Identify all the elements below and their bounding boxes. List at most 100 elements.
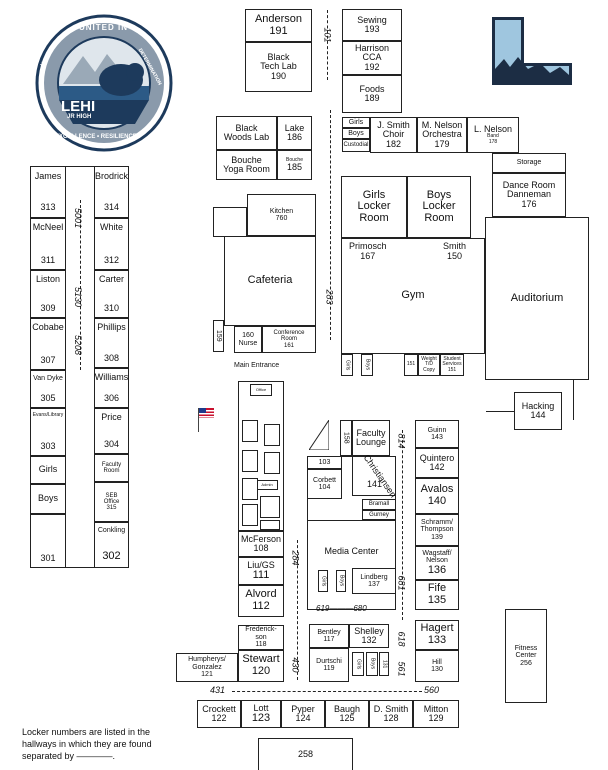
room-gurney[interactable]: Gurney	[362, 510, 396, 520]
room-gym[interactable]: Gym	[341, 238, 485, 354]
room-boys-south[interactable]: Boys	[366, 652, 378, 676]
room-christiansen[interactable]: Christiansen 141	[352, 453, 398, 499]
room-girls-gym[interactable]: Girls	[341, 354, 353, 376]
room-boys-small[interactable]: Boys	[342, 128, 370, 139]
room-girls-west[interactable]: Girls	[30, 456, 66, 484]
room-158[interactable]: 158	[340, 420, 352, 456]
room-girls-media[interactable]: Girls	[318, 570, 328, 592]
room-boys-gym[interactable]: Boys	[361, 354, 373, 376]
hallway-431-label: 431	[210, 685, 226, 695]
hallway-561-label: 561	[396, 661, 407, 677]
room-258[interactable]: 258	[258, 738, 353, 770]
room-bramall[interactable]: Bramall	[362, 499, 396, 510]
room-301[interactable]: 301	[30, 514, 66, 568]
room-boys-media[interactable]: Boys	[336, 570, 346, 592]
room-auditorium[interactable]: Auditorium	[485, 217, 589, 380]
room-admin-tiny[interactable]: Admin	[256, 480, 278, 490]
room-media-center[interactable]: Media Center	[307, 520, 396, 610]
room-103[interactable]: 103	[307, 456, 342, 469]
hallway-5208-label: 5208	[73, 334, 84, 356]
room-girls-small[interactable]: Girls	[342, 117, 370, 128]
room-cafeteria[interactable]: Cafeteria	[224, 236, 316, 326]
room-151[interactable]: 151	[404, 354, 418, 376]
room-custodial[interactable]: Custodial	[342, 139, 370, 152]
room-storage[interactable]: Storage	[492, 153, 566, 173]
room-boys-west[interactable]: Boys	[30, 484, 66, 514]
room-131[interactable]: 131	[379, 652, 389, 676]
room-girls-south[interactable]: Girls	[352, 652, 364, 676]
admin-cell-5	[242, 478, 258, 500]
room-159[interactable]: 159	[213, 320, 224, 352]
admin-cell-3	[242, 450, 258, 472]
room-office-tiny[interactable]: Office	[250, 384, 272, 396]
us-flag-icon	[198, 408, 214, 432]
seal-name: LEHI	[61, 98, 96, 115]
